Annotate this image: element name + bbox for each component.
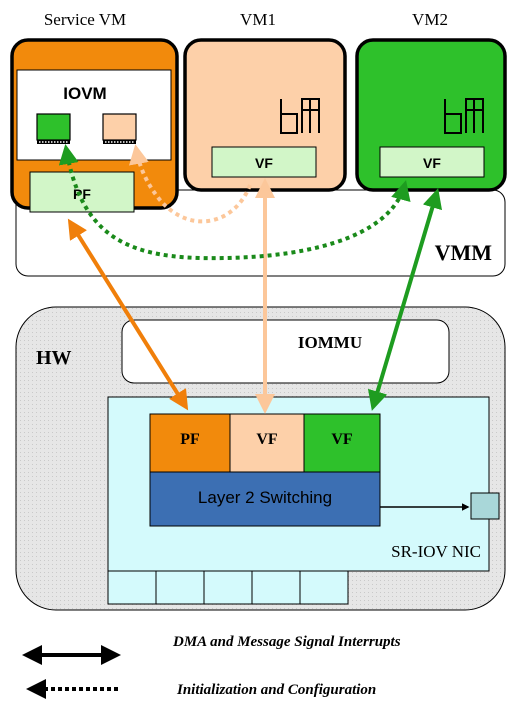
nic-vf1-label: VF [256,431,278,448]
nic-port-row [107,570,349,605]
iommu-box [121,319,450,384]
iommu-label: IOMMU [298,333,362,352]
legend-solid-label: DMA and Message Signal Interrupts [172,634,401,650]
sriov-nic: SR-IOV NIC PF VF VF Layer 2 Switching [107,396,500,605]
nic-vf2-box [303,413,381,473]
vm1: VF [183,38,347,192]
vm1-vf-label: VF [255,155,273,171]
dma-arrow-vf2 [367,188,443,411]
sriov-nic-label: SR-IOV NIC [391,542,481,561]
vm1-app-icon [280,98,320,134]
vm1-title: VM1 [240,10,276,29]
vm2-vf-label: VF [423,155,441,171]
vm2: VF [355,38,507,192]
vf-driver-card-icon [102,113,137,144]
iovm-label: IOVM [63,84,106,103]
layer2-switch-label: Layer 2 Switching [198,488,332,507]
nic-pf-label: PF [180,431,200,448]
vm2-title: VM2 [412,10,448,29]
layer2-switch-box [149,471,381,527]
vm2-app-icon [444,98,484,134]
pf-driver-card-icon [36,113,71,144]
hw-label: HW [36,347,72,369]
external-port [470,492,500,520]
legend-dotted-label: Initialization and Configuration [176,682,376,698]
nic-vf1-box [229,413,305,473]
legend: DMA and Message Signal Interrupts Initia… [22,634,401,699]
service-vm-title: Service VM [44,10,126,29]
nic-pf-box [149,413,231,473]
vmm-label: VMM [435,240,493,265]
nic-vf2-label: VF [331,431,353,448]
dma-arrow-pf [67,218,189,411]
